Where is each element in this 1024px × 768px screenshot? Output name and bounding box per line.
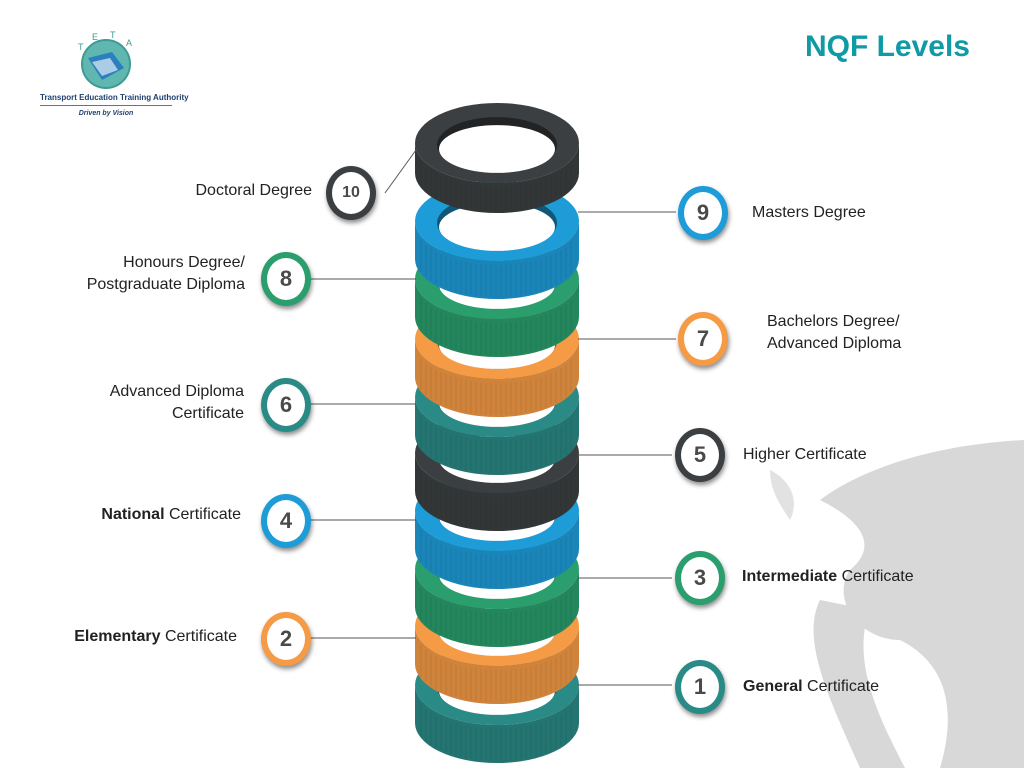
- label-text: Certificate: [168, 506, 241, 523]
- ring-wall: [415, 453, 579, 531]
- ring-wall: [415, 626, 579, 704]
- ring-wall: [415, 511, 579, 589]
- label-line: Advanced Diploma: [767, 335, 902, 352]
- ring-hole: [439, 203, 555, 251]
- connector-line-10: [384, 149, 417, 194]
- level-6-badge: 6: [261, 378, 311, 432]
- ring-wall: [415, 279, 579, 357]
- label-line: Postgraduate Diploma: [86, 276, 245, 293]
- label-level-2: Elementary Certificate: [20, 626, 237, 648]
- label-line: Bachelors Degree/: [767, 313, 900, 330]
- level-7-badge: 7: [678, 312, 728, 366]
- label-text: Higher Certificate: [743, 446, 867, 463]
- ring-wall: [415, 143, 579, 213]
- level-9-badge: 9: [678, 186, 728, 240]
- ring-level-10: [415, 103, 579, 213]
- label-text: Doctoral Degree: [195, 182, 313, 199]
- label-line: Honours Degree/: [123, 254, 245, 271]
- label-line: Certificate: [171, 405, 244, 422]
- label-level-8: Honours Degree/ Postgraduate Diploma: [40, 252, 245, 296]
- page-title: NQF Levels: [804, 30, 970, 63]
- level-10-badge: 10: [326, 166, 376, 220]
- ring-hole: [439, 125, 555, 173]
- level-2-badge: 2: [261, 612, 311, 666]
- level-5-badge: 5: [675, 428, 725, 482]
- label-level-1: General Certificate: [743, 676, 879, 698]
- ring-wall: [415, 221, 579, 299]
- label-bold: National: [101, 506, 165, 523]
- label-level-3: Intermediate Certificate: [742, 566, 914, 588]
- label-bold: Elementary: [74, 628, 161, 645]
- level-4-badge: 4: [261, 494, 311, 548]
- label-text: Certificate: [164, 628, 237, 645]
- label-level-5: Higher Certificate: [743, 444, 867, 466]
- label-level-10: Doctoral Degree: [150, 180, 313, 202]
- label-level-9: Masters Degree: [752, 202, 866, 224]
- logo-tagline: Driven by Vision: [78, 110, 134, 117]
- level-1-badge: 1: [675, 660, 725, 714]
- label-level-4: National Certificate: [40, 504, 241, 526]
- logo-letter: E: [92, 32, 98, 42]
- label-text: Masters Degree: [752, 204, 866, 221]
- logo-organisation-name: Transport Education Training Authority: [40, 93, 189, 106]
- ring-wall: [415, 397, 579, 475]
- ring-wall: [415, 339, 579, 417]
- logo-letter: T: [78, 42, 84, 52]
- label-level-7: Bachelors Degree/ Advanced Diploma: [767, 311, 901, 355]
- label-line: Advanced Diploma: [109, 383, 244, 400]
- level-3-badge: 3: [675, 551, 725, 605]
- label-bold: General: [743, 678, 803, 695]
- teta-globe-icon: T E T A: [78, 30, 132, 89]
- teta-logo: T E T A Transport Education Training Aut…: [40, 28, 189, 128]
- label-text: Certificate: [807, 678, 880, 695]
- ring-wall: [415, 685, 579, 763]
- label-text: Certificate: [841, 568, 914, 585]
- ring-wall: [415, 569, 579, 647]
- label-bold: Intermediate: [742, 568, 838, 585]
- label-level-6: Advanced Diploma Certificate: [60, 381, 244, 425]
- logo-letter: A: [126, 38, 132, 48]
- logo-letter: T: [110, 30, 116, 40]
- level-8-badge: 8: [261, 252, 311, 306]
